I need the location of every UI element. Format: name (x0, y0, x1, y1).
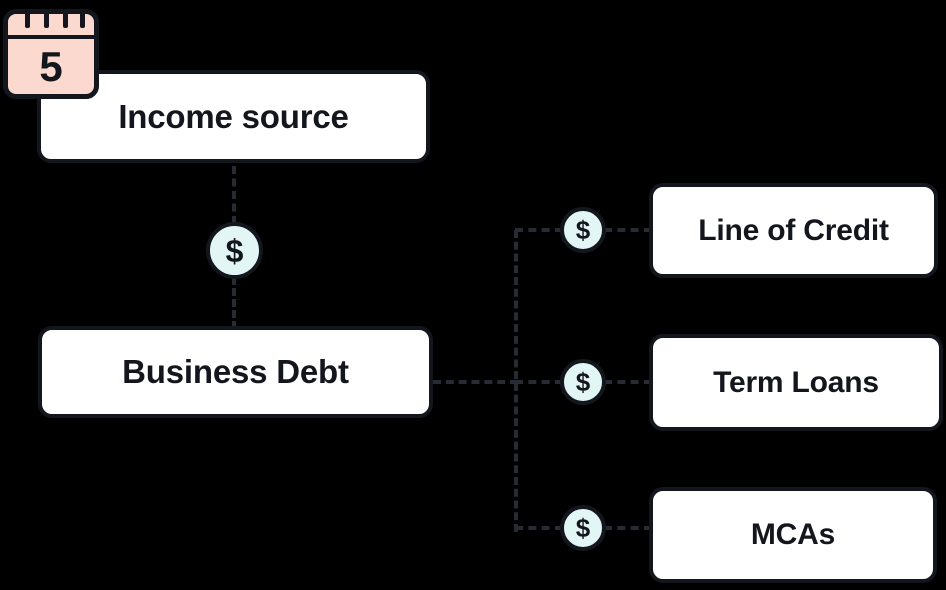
calendar-ring (63, 14, 68, 28)
node-term-loans-label: Term Loans (713, 365, 879, 399)
connector-term-coin-to-node (604, 380, 652, 384)
connector-loc-coin-to-node (604, 228, 652, 232)
node-business-debt-label: Business Debt (122, 353, 349, 390)
calendar-day-number: 5 (39, 42, 63, 90)
connector-business-to-trunk (433, 380, 518, 384)
node-income-source-label: Income source (118, 97, 349, 135)
dollar-coin-icon-line-of-credit: $ (560, 207, 606, 253)
connector-trunk-to-term-coin (515, 380, 563, 384)
node-business-debt[interactable]: Business Debt (38, 326, 433, 418)
calendar-ring (25, 14, 30, 28)
node-line-of-credit[interactable]: Line of Credit (649, 183, 938, 278)
calendar-header-divider (8, 35, 94, 39)
node-mcas[interactable]: MCAs (649, 487, 937, 583)
calendar-ring (80, 14, 85, 28)
calendar-icon: 5 (3, 9, 99, 99)
calendar-rings (8, 14, 94, 36)
dollar-coin-icon-term-loans: $ (560, 359, 606, 405)
dollar-glyph: $ (575, 367, 591, 397)
dollar-coin-icon-main: $ (206, 222, 263, 279)
dollar-glyph: $ (575, 513, 591, 543)
node-line-of-credit-label: Line of Credit (698, 213, 889, 247)
connector-trunk-to-mcas-coin (515, 526, 563, 530)
dollar-coin-icon-mcas: $ (560, 505, 606, 551)
connector-coin-to-business (232, 277, 236, 329)
node-mcas-label: MCAs (750, 518, 836, 551)
connector-mcas-coin-to-node (604, 526, 652, 530)
connector-trunk-to-loc-coin (515, 228, 563, 232)
calendar-ring (44, 14, 49, 28)
connector-income-to-coin (232, 166, 236, 224)
dollar-glyph: $ (225, 232, 244, 269)
node-income-source[interactable]: Income source (37, 70, 430, 163)
node-term-loans[interactable]: Term Loans (649, 334, 943, 431)
dollar-glyph: $ (575, 215, 591, 245)
